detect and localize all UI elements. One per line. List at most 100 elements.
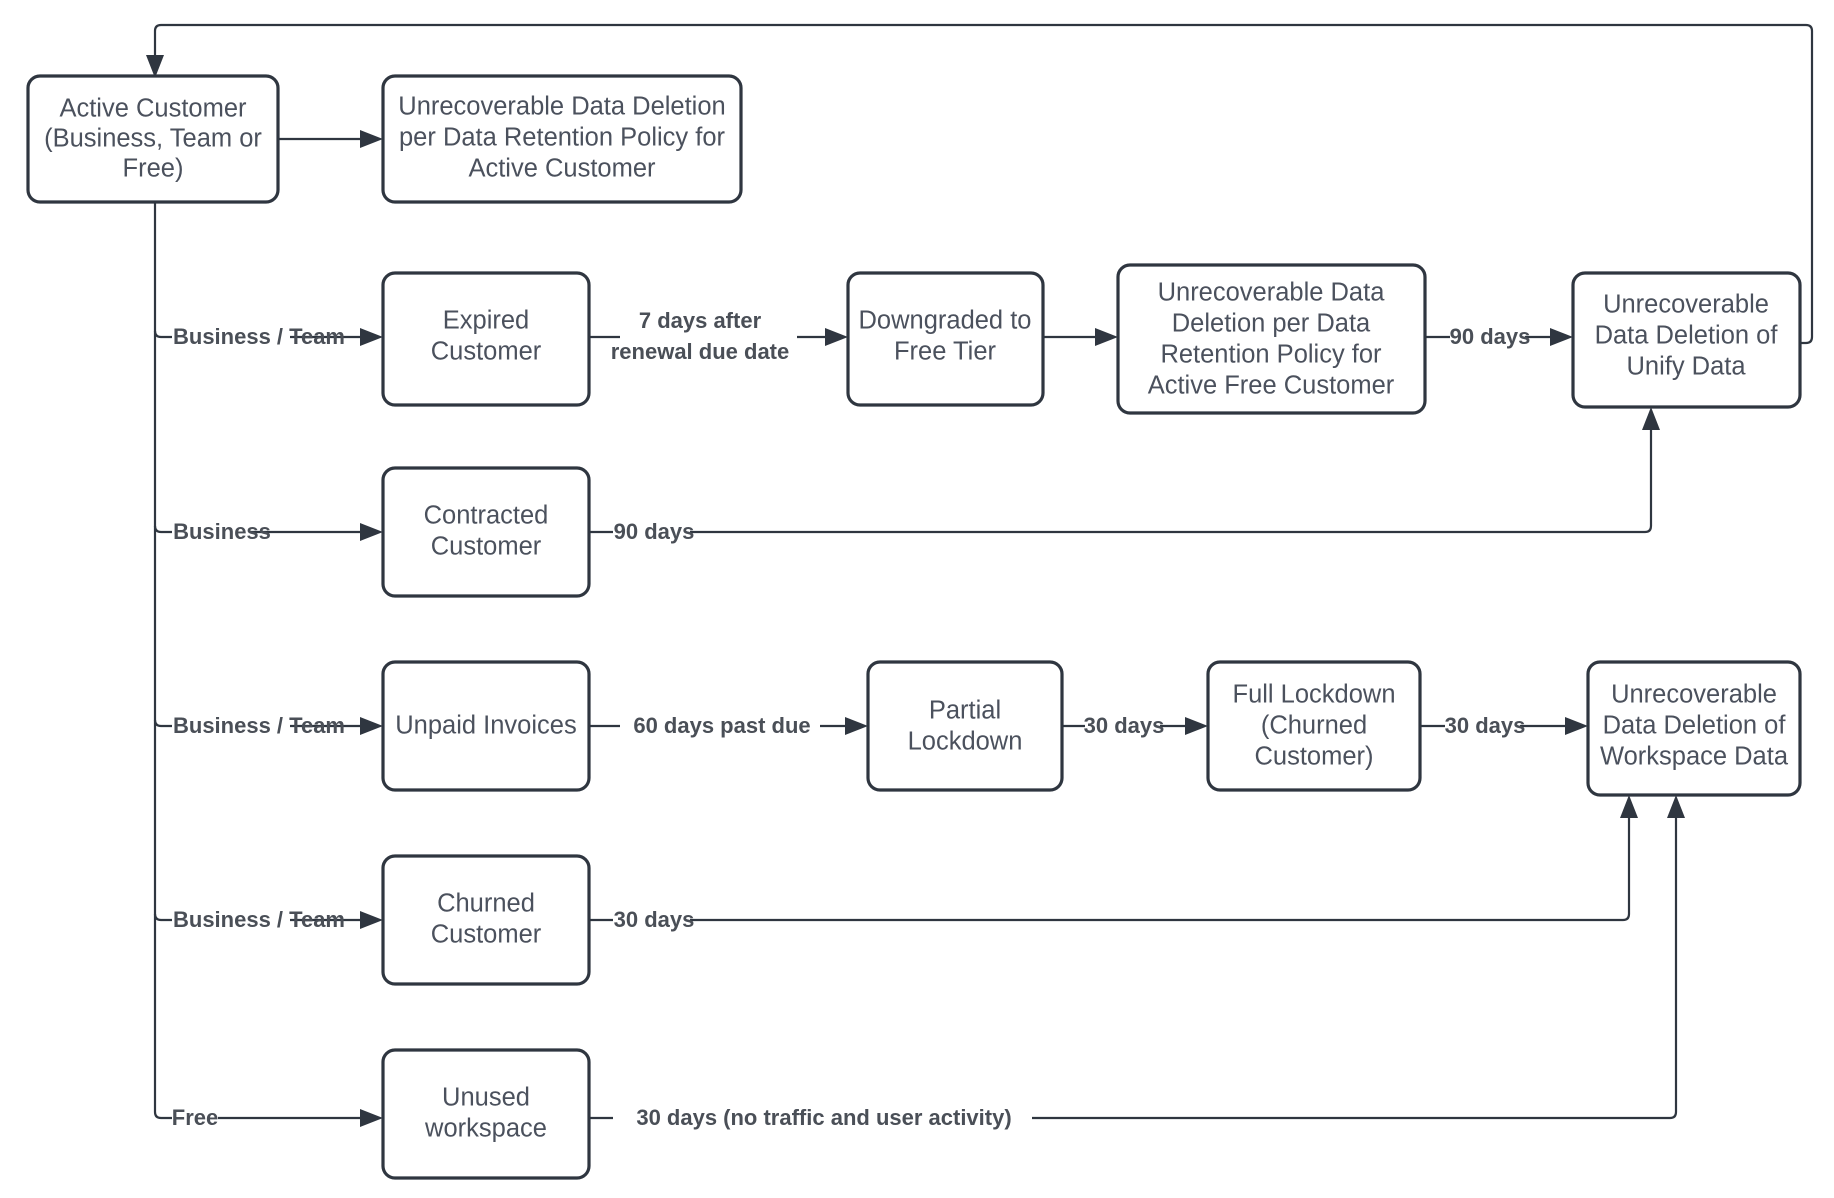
node-unpaid-invoices-line-1: Unpaid Invoices [395, 712, 576, 740]
edge-unify-to-active-loopback [153, 23, 1814, 345]
node-unused-workspace[interactable]: Unused workspace [381, 1048, 591, 1180]
arrowhead-churned-to-workspace [1620, 795, 1638, 818]
node-unrecoverable-unify-line-2: Data Deletion of [1595, 322, 1779, 350]
node-expired-customer-line-1: Expired [443, 307, 529, 335]
edge-unused-to-workspace [589, 813, 1678, 1120]
node-active-customer-line-1: Active Customer [59, 95, 247, 123]
node-downgraded-free-tier-line-2: Free Tier [894, 338, 997, 366]
node-layer: Active Customer (Business, Team or Free)… [26, 74, 1802, 1180]
node-full-lockdown-box[interactable] [1206, 660, 1422, 792]
node-active-customer-box[interactable] [26, 74, 280, 204]
edge-label-layer: Business / Team Business Business / Team… [172, 308, 1531, 1130]
edge-branch-business-team-unpaid [153, 719, 365, 728]
node-unused-workspace-box[interactable] [381, 1048, 591, 1180]
arrowhead-partial-to-full [1185, 717, 1208, 735]
node-contracted-customer-line-1: Contracted [424, 502, 549, 530]
edge-branch-business-contracted [153, 525, 365, 534]
arrowhead-downgraded-to-unrecoverable-free [1095, 328, 1118, 346]
edge-contracted-to-unify [589, 425, 1653, 534]
arrowhead-branch-expired [360, 328, 383, 346]
arrowhead-contracted-to-unify [1642, 407, 1660, 430]
edge-label-branch-unpaid: Business / Team [173, 713, 345, 738]
arrowhead-unrecoverable-free-to-unify [1550, 328, 1573, 346]
node-unrecoverable-workspace-line-2: Data Deletion of [1603, 712, 1787, 740]
arrowhead-unpaid-to-partial [845, 717, 868, 735]
arrowhead-branch-contracted [360, 523, 383, 541]
node-unrecoverable-active-free-box[interactable] [1116, 263, 1427, 415]
edge-layer [146, 23, 1814, 1127]
node-unrecoverable-active-free-line-3: Retention Policy for [1160, 341, 1382, 369]
node-churned-customer-line-1: Churned [437, 890, 535, 918]
edge-label-branch-churned: Business / Team [173, 907, 345, 932]
node-unrecoverable-workspace-line-1: Unrecoverable [1611, 681, 1777, 709]
node-partial-lockdown-box[interactable] [866, 660, 1064, 792]
edge-label-branch-contracted: Business [173, 519, 271, 544]
node-unrecoverable-active-line-3: Active Customer [468, 155, 656, 183]
node-unrecoverable-active-box[interactable] [381, 74, 743, 204]
edge-label-branch-expired: Business / Team [173, 324, 345, 349]
node-unrecoverable-workspace-line-3: Workspace Data [1600, 743, 1789, 771]
node-unrecoverable-active-free-line-2: Deletion per Data [1172, 310, 1371, 338]
edge-label-partial-to-full: 30 days [1084, 713, 1165, 738]
edge-label-unused-to-workspace: 30 days (no traffic and user activity) [636, 1105, 1011, 1130]
node-unrecoverable-active-line-1: Unrecoverable Data Deletion [398, 93, 725, 121]
node-downgraded-free-tier-box[interactable] [846, 271, 1045, 407]
node-churned-customer-box[interactable] [381, 854, 591, 986]
edge-label-churned-to-workspace: 30 days [614, 907, 695, 932]
node-unrecoverable-workspace[interactable]: Unrecoverable Data Deletion of Workspace… [1586, 660, 1802, 797]
arrowhead-unused-to-workspace [1667, 795, 1685, 818]
node-unrecoverable-active[interactable]: Unrecoverable Data Deletion per Data Ret… [381, 74, 743, 204]
edge-churned-to-workspace [589, 813, 1631, 922]
node-unrecoverable-unify-line-1: Unrecoverable [1603, 291, 1769, 319]
node-unrecoverable-unify-line-3: Unify Data [1626, 353, 1746, 381]
node-expired-customer-line-2: Customer [431, 338, 542, 366]
arrowhead-loopback-into-active [146, 55, 164, 78]
arrowhead-expired-to-downgraded [825, 328, 848, 346]
arrowhead-branch-unused [360, 1109, 383, 1127]
arrowhead-branch-churned [360, 911, 383, 929]
node-unrecoverable-unify[interactable]: Unrecoverable Data Deletion of Unify Dat… [1571, 271, 1802, 409]
edge-active-trunk-vertical [153, 202, 172, 1120]
node-unpaid-invoices-box[interactable] [381, 660, 591, 792]
arrowhead-active-to-unrecoverable-active [360, 130, 383, 148]
node-expired-customer-box[interactable] [381, 271, 591, 407]
node-unrecoverable-unify-box[interactable] [1571, 271, 1802, 409]
node-unused-workspace-line-2: workspace [424, 1115, 547, 1143]
node-active-customer-line-3: Free) [123, 155, 184, 183]
edge-label-expired-to-downgraded-line1: 7 days after [639, 308, 762, 333]
edge-branch-business-team-expired [153, 330, 365, 339]
node-active-customer-line-2: (Business, Team or [44, 125, 262, 153]
node-unrecoverable-workspace-box[interactable] [1586, 660, 1802, 797]
edge-branch-business-team-churned [153, 913, 365, 922]
node-partial-lockdown-line-2: Lockdown [908, 728, 1023, 756]
node-churned-customer-line-2: Customer [431, 921, 542, 949]
node-partial-lockdown[interactable]: Partial Lockdown [866, 660, 1064, 792]
node-unused-workspace-line-1: Unused [442, 1084, 530, 1112]
edge-label-freecust-to-unify: 90 days [1450, 324, 1531, 349]
node-unrecoverable-active-free[interactable]: Unrecoverable Data Deletion per Data Ret… [1116, 263, 1427, 415]
arrowhead-full-to-workspace [1565, 717, 1588, 735]
edge-label-contracted-to-unify: 90 days [614, 519, 695, 544]
node-downgraded-free-tier[interactable]: Downgraded to Free Tier [846, 271, 1045, 407]
node-contracted-customer-box[interactable] [381, 466, 591, 598]
node-contracted-customer-line-2: Customer [431, 533, 542, 561]
node-unrecoverable-active-line-2: per Data Retention Policy for [399, 124, 726, 152]
node-full-lockdown-line-3: Customer) [1254, 743, 1373, 771]
edge-label-branch-free: Free [172, 1105, 218, 1130]
node-active-customer[interactable]: Active Customer (Business, Team or Free) [26, 74, 280, 204]
node-full-lockdown-line-1: Full Lockdown [1233, 681, 1396, 709]
node-partial-lockdown-line-1: Partial [929, 697, 1001, 725]
node-unrecoverable-active-free-line-4: Active Free Customer [1148, 372, 1395, 400]
edge-label-full-to-workspace: 30 days [1445, 713, 1526, 738]
edge-label-unpaid-to-partial: 60 days past due [633, 713, 810, 738]
node-unpaid-invoices[interactable]: Unpaid Invoices [381, 660, 591, 792]
node-unrecoverable-active-free-line-1: Unrecoverable Data [1158, 279, 1386, 307]
node-full-lockdown-line-2: (Churned [1261, 712, 1367, 740]
node-full-lockdown[interactable]: Full Lockdown (Churned Customer) [1206, 660, 1422, 792]
node-contracted-customer[interactable]: Contracted Customer [381, 466, 591, 598]
arrowhead-branch-unpaid [360, 717, 383, 735]
node-churned-customer[interactable]: Churned Customer [381, 854, 591, 986]
node-expired-customer[interactable]: Expired Customer [381, 271, 591, 407]
